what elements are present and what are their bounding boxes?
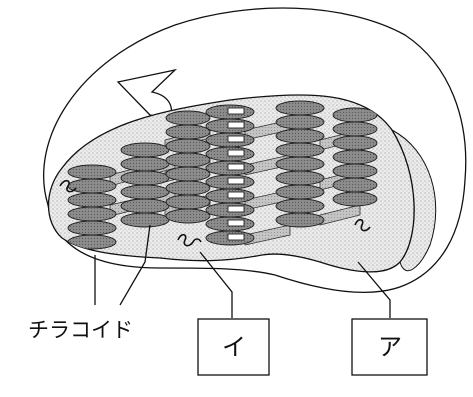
granum-5 <box>276 101 324 227</box>
answer-box-a-label: ア <box>378 333 402 361</box>
thylakoid-label: チラコイド <box>28 318 133 342</box>
answer-box-i-label: イ <box>222 333 246 361</box>
i-leader <box>200 252 232 318</box>
